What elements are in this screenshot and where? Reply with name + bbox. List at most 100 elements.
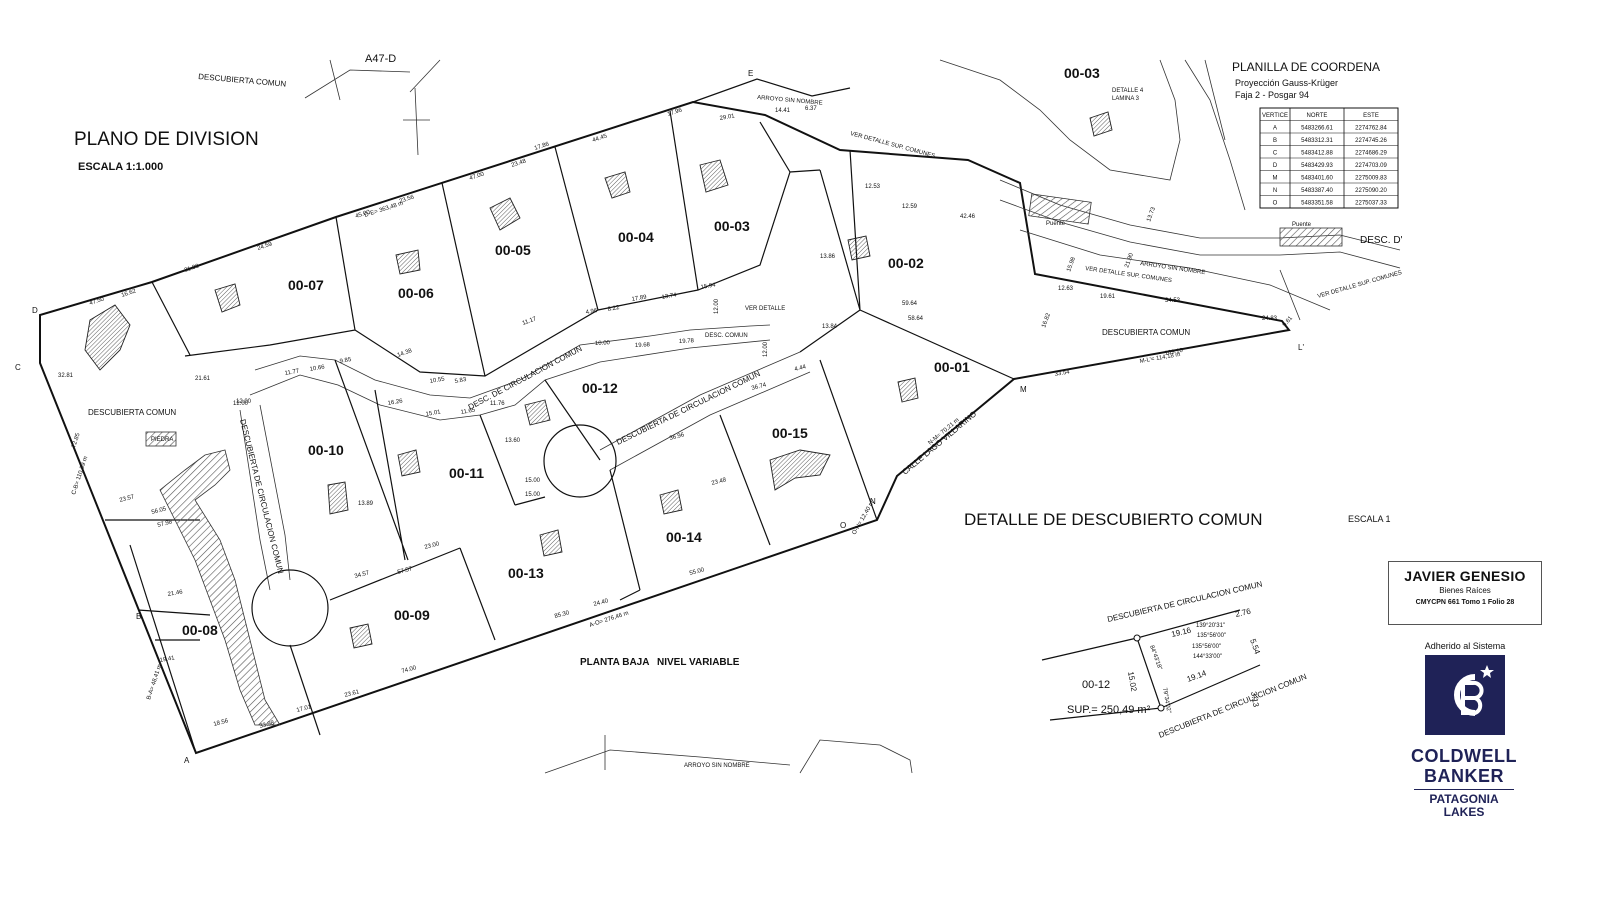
detail-dim: 19.14 [1186, 668, 1208, 683]
puente-label-1: Puente [1046, 221, 1066, 227]
agent-registration: CMYCPN 661 Tomo 1 Folio 28 [1415, 599, 1515, 606]
dimension-d56: 15.01 [425, 409, 441, 418]
ver-detalle-sup-label-3: VER DETALLE SUP. COMUNES [1317, 270, 1403, 300]
dimension-d34: 18.56 [213, 718, 230, 728]
detail-angle: 79°34'02" [1161, 687, 1171, 713]
dimension-d59: 5.83 [454, 377, 467, 385]
dimension-d10: 17.86 [534, 141, 551, 152]
coords-cell: O [1273, 201, 1278, 207]
dimension-d70: 13.60 [505, 438, 521, 444]
bridge-1 [1028, 193, 1092, 225]
coords-header-cell: VERTICE [1262, 113, 1288, 119]
dimension-d37: 23.61 [344, 689, 361, 699]
dimension-d5: 45.00 [355, 209, 372, 220]
vertex-n: N [870, 497, 876, 506]
level-label: NIVEL VARIABLE [657, 657, 740, 668]
dimension-d80: 15.98 [1066, 256, 1077, 273]
lot-lines-left [105, 519, 211, 754]
dimension-d2: 16.62 [121, 288, 138, 299]
top-right-lots [939, 59, 1246, 211]
dimension-d22: 33.54 [1054, 369, 1070, 378]
dimension-d74: 14.38 [397, 348, 414, 359]
dimension-d17: 12.59 [902, 204, 918, 210]
coords-cell: M [1273, 176, 1278, 182]
lot-label-00-04: 00-04 [618, 229, 654, 245]
roundabout [543, 424, 617, 498]
desc-comun-label: DESCUBIERTA COMUN [88, 408, 176, 417]
agent-card: JAVIER GENESIO Bienes Raíces CMYCPN 661 … [1388, 561, 1542, 625]
long-dim-bottom: A-O= 276,46 m [589, 611, 630, 629]
detail-vertex-2 [1157, 704, 1165, 712]
lot-label-00-07: 00-07 [288, 277, 324, 293]
plan-title: PLANO DE DIVISION [74, 129, 259, 150]
dimension-d16: 13.86 [820, 254, 836, 260]
dimension-d64: 15.94 [700, 282, 716, 291]
floor-label: PLANTA BAJA [580, 657, 649, 668]
vertex-l: L' [1298, 343, 1304, 352]
coords-cell: 5483351.58 [1301, 201, 1333, 207]
dimension-d45: 36.96 [669, 432, 686, 442]
coords-cell: B [1273, 138, 1277, 144]
desc-circ-label: DESC. DE CIRCULACION COMUN [467, 344, 584, 412]
vertex-m: M [1020, 385, 1027, 394]
desc-comun-short-label: DESC. COMUN [705, 333, 748, 339]
dimension-d19: 59.64 [902, 301, 918, 307]
house-00-06 [395, 249, 421, 275]
agent-name: JAVIER GENESIO [1404, 568, 1526, 584]
coords-cell: A [1273, 126, 1277, 132]
vertex-d: D [32, 306, 38, 315]
lot-label-00-11: 00-11 [449, 465, 484, 481]
dimension-d35: 33.98 [259, 720, 276, 730]
detail-dim: 5.54 [1248, 638, 1262, 656]
coords-zone: Faja 2 - Posgar 94 [1235, 90, 1309, 100]
dimension-d7: 47.00 [469, 171, 486, 182]
house-00-10 [327, 481, 349, 515]
dimension-d78: 12.00 [236, 399, 252, 405]
ver-detalle-label: VER DETALLE [745, 306, 785, 312]
lot-lines-top [151, 110, 821, 377]
dimension-d12: 29.01 [719, 113, 735, 122]
a47-label: A47-D [365, 53, 396, 65]
dimension-d55: 16.26 [387, 398, 403, 407]
lot-label-00-06: 00-06 [398, 285, 434, 301]
dimension-d47: 36.74 [751, 382, 768, 392]
dimension-d9: 44.45 [592, 133, 609, 144]
arroyo-label-2: ARROYO SIN NOMBRE [1140, 261, 1206, 276]
dimension-d81: 21.90 [1124, 252, 1135, 269]
circulation-road-3 [599, 351, 811, 471]
dimension-d27: 12.63 [1058, 286, 1074, 292]
dimension-d49: 15.00 [525, 478, 541, 484]
dimension-d60: 4.96 [585, 308, 598, 316]
dimension-d57: 11.65 [460, 407, 476, 416]
ver-detalle-sup-label: VER DETALLE SUP. COMUNES [849, 131, 935, 159]
dimension-d14: 6.37 [805, 106, 817, 112]
calle-label: CALLE LAGO VILLARINO [901, 409, 979, 476]
coords-cell: 5483266.61 [1301, 126, 1333, 132]
lot-label-00-15: 00-15 [772, 425, 808, 441]
coords-cell: 5483401.60 [1301, 176, 1333, 182]
dimension-d25: 34.53 [1165, 298, 1181, 304]
dimension-d50: 15.00 [525, 492, 541, 498]
dimension-d15: 12.53 [865, 184, 881, 190]
lot-label-00-12: 00-12 [582, 380, 618, 396]
arroyo-label-1: ARROYO SIN NOMBRE [757, 95, 823, 107]
coldwell-banker-logo [1425, 655, 1505, 735]
house-00-15 [769, 449, 831, 491]
vertex-c: C [15, 363, 21, 372]
house-00-04 [604, 171, 631, 199]
lot-label-00-01: 00-01 [934, 359, 970, 375]
coords-cell: D [1273, 163, 1278, 169]
dimension-d52: 11.77 [284, 368, 300, 377]
top-lot-label: 00-03 [1064, 65, 1100, 81]
dimension-d28: 9.61 [1282, 315, 1295, 328]
outer-boundary [39, 100, 1291, 755]
dimension-d76: 21.61 [195, 376, 211, 382]
coords-cell: 5483312.31 [1301, 138, 1333, 144]
coords-cell: 2275090.20 [1355, 188, 1387, 194]
long-dim-left2: B-A= 48,41 m [146, 664, 163, 701]
dimension-d6: 23.56 [399, 194, 416, 205]
detail-scale: ESCALA 1 [1348, 514, 1391, 524]
dimension-d1: 47.50 [89, 296, 106, 307]
